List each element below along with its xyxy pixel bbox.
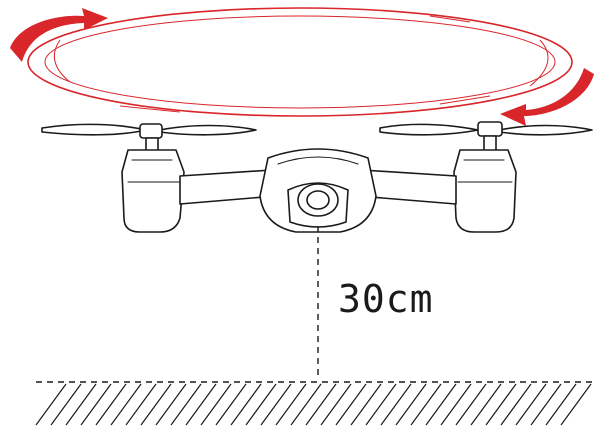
- drone-body: [259, 148, 377, 233]
- ground-hatch-line: [350, 383, 382, 426]
- ground-hatch-line: [185, 383, 217, 426]
- ground-hatch-line: [410, 383, 442, 426]
- ground-hatch-line: [110, 383, 142, 426]
- ground-hatch-line: [230, 383, 262, 426]
- ground-hatch-line: [440, 383, 472, 426]
- left-motor-pod: [121, 149, 185, 233]
- ground-hatch-line: [545, 383, 577, 426]
- rotation-arrow-icon: [10, 7, 594, 126]
- ground-hatch-line: [35, 383, 67, 426]
- ground-hatch-line: [470, 383, 502, 426]
- ground-hatch-line: [125, 383, 157, 426]
- ground-hatch-line: [395, 383, 427, 426]
- ground-hatch-line: [245, 383, 277, 426]
- ground-hatch-line: [95, 383, 127, 426]
- ground-hatch-icon: [35, 381, 596, 426]
- ground-hatch-line: [335, 383, 367, 426]
- ground-hatch-line: [485, 383, 517, 426]
- height-label: 30cm: [338, 277, 434, 321]
- drone-icon: [41, 121, 593, 233]
- ground-hatch-line: [260, 383, 292, 426]
- ground-hatch-line: [320, 383, 352, 426]
- ground-hatch-line: [290, 383, 322, 426]
- left-propeller: [41, 123, 257, 153]
- ground-hatch-line: [305, 383, 337, 426]
- ground-hatch-line: [455, 383, 487, 426]
- ground-hatch-line: [200, 383, 232, 426]
- ground-hatch-line: [215, 383, 247, 426]
- right-propeller: [379, 121, 593, 153]
- ground-hatch-line: [365, 383, 397, 426]
- ground-hatch-line: [560, 383, 592, 426]
- ground-hatch-line: [530, 383, 562, 426]
- right-motor-pod: [453, 149, 517, 233]
- ground-hatch-line: [380, 383, 412, 426]
- ground-hatch-line: [170, 383, 202, 426]
- ground-hatch-line: [500, 383, 532, 426]
- ground-hatch-line: [515, 383, 547, 426]
- ground-hatch-line: [155, 383, 187, 426]
- ground-hatch-line: [80, 383, 112, 426]
- ground-hatch-line: [65, 383, 97, 426]
- ground-hatch-line: [425, 383, 457, 426]
- ground-hatch-line: [50, 383, 82, 426]
- ground-hatch-line: [140, 383, 172, 426]
- ground-hatch-line: [275, 383, 307, 426]
